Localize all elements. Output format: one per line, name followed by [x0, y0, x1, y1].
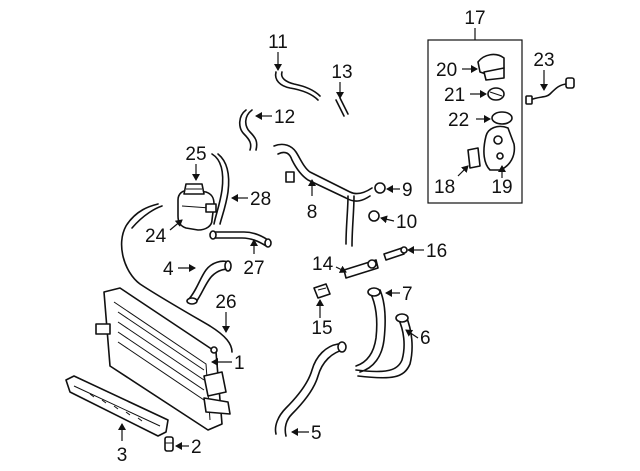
- callout-15: 15: [311, 318, 332, 339]
- callout-17: 17: [464, 8, 485, 29]
- callout-1: 1: [234, 353, 245, 374]
- leader-18: [457, 165, 469, 177]
- callout-11: 11: [268, 32, 288, 53]
- o-ring-10-part: [368, 210, 380, 222]
- callout-8: 8: [307, 202, 318, 223]
- callout-6: 6: [420, 328, 431, 349]
- callout-2: 2: [191, 437, 202, 458]
- tank-cap-part: [183, 183, 205, 195]
- leader-24: [169, 219, 183, 231]
- tank-hose-part: [211, 153, 224, 225]
- callout-9: 9: [402, 180, 413, 201]
- bleed-fitting-15-part: [313, 283, 331, 299]
- coolant-pipe-assembly-part: [273, 143, 373, 247]
- callout-21: 21: [444, 85, 465, 106]
- leader-6: [405, 329, 419, 339]
- callout-12: 12: [274, 107, 295, 128]
- hose-12-part: [238, 109, 252, 151]
- leader-10: [380, 215, 395, 224]
- water-outlet-19-part: [483, 125, 516, 171]
- drain-plug-part: [164, 436, 174, 452]
- lower-hose-bend-part: [186, 260, 232, 305]
- callout-10: 10: [396, 212, 417, 233]
- callout-20: 20: [436, 60, 457, 81]
- heater-hose-11-part: [274, 71, 321, 101]
- o-ring-9-part: [374, 182, 386, 194]
- small-hose-part: [209, 230, 272, 248]
- expansion-tank-part: [177, 189, 217, 231]
- sensor-16-part: [383, 246, 408, 261]
- callout-4: 4: [163, 259, 174, 280]
- callout-28: 28: [250, 189, 271, 210]
- callout-5: 5: [311, 423, 322, 444]
- hose-6-part: [355, 313, 413, 379]
- callout-14: 14: [312, 254, 334, 275]
- air-deflector-part: [65, 375, 169, 437]
- callout-19: 19: [491, 177, 512, 198]
- callout-16: 16: [426, 241, 447, 262]
- thermostat-housing-part: [477, 53, 505, 81]
- callout-7: 7: [402, 284, 413, 305]
- leader-14: [335, 265, 347, 273]
- callout-18: 18: [434, 177, 455, 198]
- lower-radiator-hose-part: [274, 341, 347, 437]
- radiator-part: [95, 287, 231, 431]
- callout-13: 13: [331, 62, 352, 83]
- hose-7-part: [355, 287, 386, 373]
- overflow-hose-part: [120, 203, 233, 353]
- pipe-13-part: [335, 99, 345, 117]
- callout-3: 3: [117, 445, 128, 466]
- gasket-22-part: [491, 111, 513, 125]
- callout-22: 22: [448, 110, 469, 131]
- callout-27: 27: [243, 258, 264, 279]
- callout-23: 23: [533, 50, 554, 71]
- gasket-18-part: [467, 147, 481, 169]
- fitting-14-part: [343, 259, 379, 279]
- callout-24: 24: [145, 226, 167, 247]
- thermostat-part: [487, 87, 505, 101]
- callout-26: 26: [215, 292, 236, 313]
- temperature-sensor-23-part: [525, 77, 575, 105]
- callout-25: 25: [185, 144, 206, 165]
